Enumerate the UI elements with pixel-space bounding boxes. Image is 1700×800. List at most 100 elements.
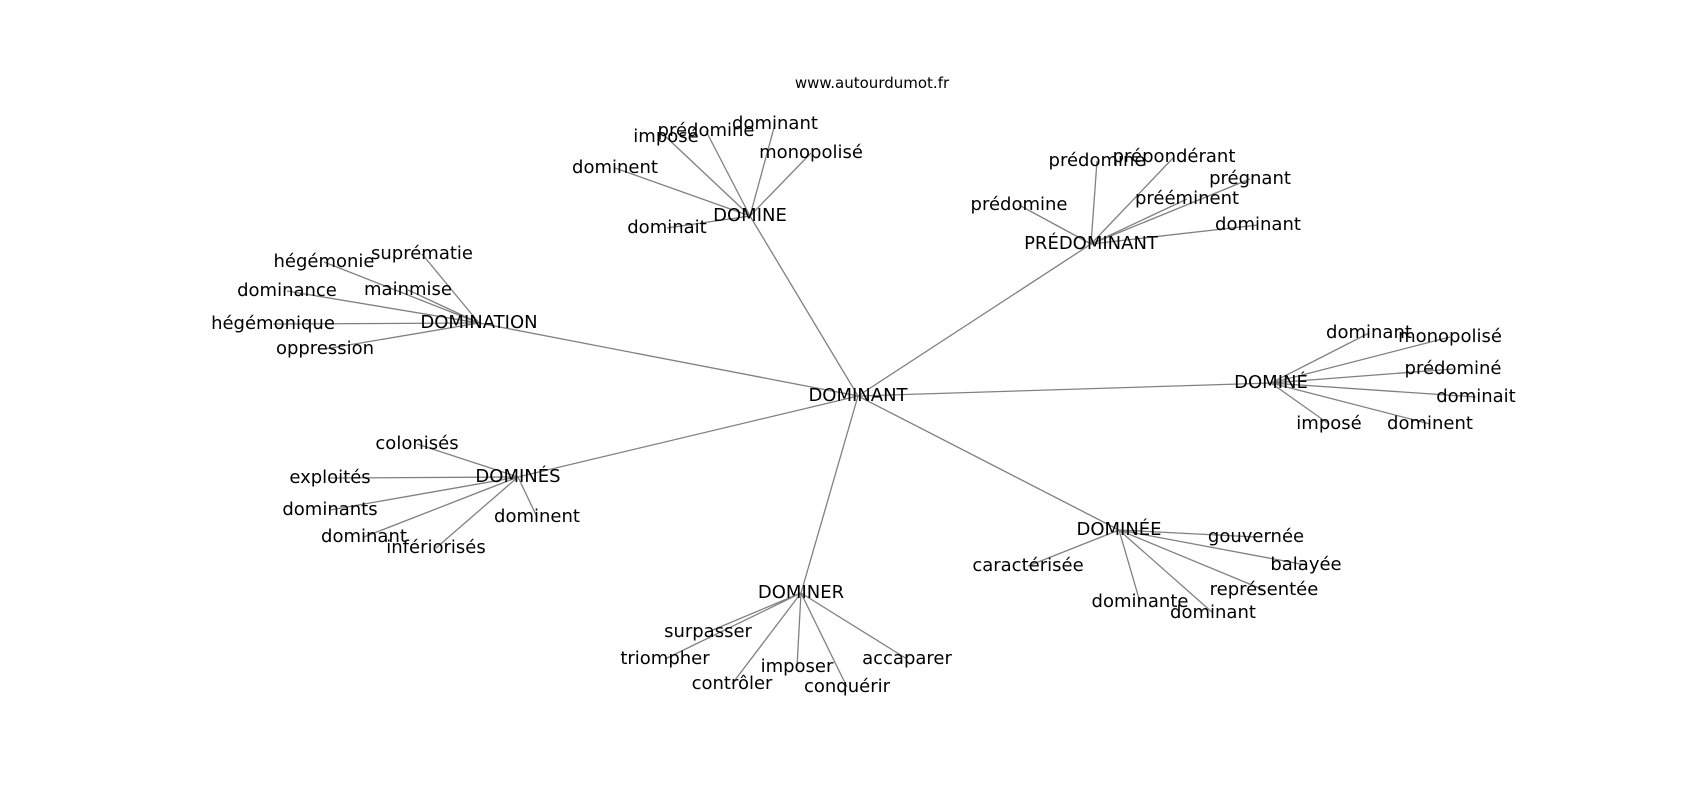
edge-hub-to-leaf xyxy=(1090,160,1098,245)
edge-hub-to-leaf xyxy=(421,253,480,324)
leaf-node-label: dominait xyxy=(627,217,706,238)
edge-hub-to-leaf xyxy=(324,322,480,350)
edge-hub-to-leaf xyxy=(1118,529,1265,591)
edge-hub-to-leaf xyxy=(800,592,848,688)
hub-node-label: PRÉDOMINANT xyxy=(1024,232,1159,254)
leaf-node-label: prépondérant xyxy=(1113,146,1236,167)
edge-hub-to-leaf xyxy=(1270,382,1431,425)
leaf-node-label: hégémonie xyxy=(273,251,374,272)
leaf-node-label: balayée xyxy=(1270,554,1341,575)
leaf-node-label: exploités xyxy=(289,467,370,488)
edge-hub-to-leaf xyxy=(666,215,751,229)
hub-node-label: DOMINÉS xyxy=(475,465,560,487)
leaf-node-label: oppression xyxy=(276,338,374,359)
leaf-node-label: dominant xyxy=(1170,602,1256,623)
leaf-node-label: prééminent xyxy=(1135,188,1239,209)
leaf-node-label: hégémonique xyxy=(211,313,335,334)
edge-center-to-hub xyxy=(857,395,1120,531)
leaf-node-label: accaparer xyxy=(862,648,952,669)
edge-center-to-hub xyxy=(857,382,1272,397)
leaf-node-label: dominante xyxy=(1092,591,1189,612)
edge-hub-to-leaf xyxy=(1090,224,1259,245)
edge-hub-to-leaf xyxy=(749,123,776,217)
edge-hub-to-leaf xyxy=(664,592,802,660)
edge-hub-to-leaf xyxy=(1118,529,1141,603)
edge-hub-to-leaf xyxy=(1118,529,1257,538)
leaf-node-label: dominent xyxy=(494,506,580,527)
leaf-node-label: imposé xyxy=(633,126,698,147)
edge-center-to-hub xyxy=(517,395,859,478)
edge-hub-to-leaf xyxy=(286,290,480,324)
edge-hub-to-leaf xyxy=(800,592,908,660)
leaf-node-label: dominent xyxy=(1387,413,1473,434)
edge-hub-to-leaf xyxy=(1270,336,1451,384)
edge-hub-to-leaf xyxy=(1027,529,1120,567)
edge-hub-to-leaf xyxy=(1118,529,1307,566)
leaf-node-label: triompher xyxy=(620,648,710,669)
leaf-node-label: prédomine xyxy=(658,120,755,141)
edge-hub-to-leaf xyxy=(796,592,802,668)
edge-hub-to-leaf xyxy=(272,322,480,325)
edge-center-to-hub xyxy=(478,322,859,397)
edge-hub-to-leaf xyxy=(517,476,538,518)
edge-hub-to-leaf xyxy=(407,289,480,324)
edge-hub-to-leaf xyxy=(416,443,519,478)
leaf-node-label: conquérir xyxy=(804,676,891,697)
hub-node-label: DOMINER xyxy=(758,582,844,603)
edge-center-to-hub xyxy=(800,395,859,594)
leaf-node-label: prédomine xyxy=(1049,150,1146,171)
hub-node-label: DOMINÉE xyxy=(1076,518,1161,540)
leaf-node-label: dominant xyxy=(732,113,818,134)
edge-hub-to-leaf xyxy=(329,476,519,479)
edge-hub-to-leaf xyxy=(1270,368,1454,384)
leaf-node-label: prédominé xyxy=(1405,358,1502,379)
hub-node-label: DOMINE xyxy=(713,205,787,226)
leaf-node-label: surpasser xyxy=(664,621,752,642)
edge-hub-to-leaf xyxy=(1090,178,1251,245)
edge-hub-to-leaf xyxy=(323,261,480,324)
hub-node-label: DOMINÉ xyxy=(1234,371,1308,393)
leaf-node-label: représentée xyxy=(1210,579,1319,600)
edge-hub-to-leaf xyxy=(1118,529,1214,614)
leaf-node-label: suprématie xyxy=(371,243,473,264)
leaf-node-label: prégnant xyxy=(1209,168,1291,189)
leaf-node-label: infériorisés xyxy=(386,537,485,558)
edge-hub-to-leaf xyxy=(363,476,519,538)
edge-hub-to-leaf xyxy=(1270,332,1370,384)
hub-node-label: DOMINATION xyxy=(420,312,537,333)
leaf-node-label: monopolisé xyxy=(759,142,863,163)
edge-hub-to-leaf xyxy=(614,167,751,217)
edge-hub-to-leaf xyxy=(1090,156,1175,245)
edge-hub-to-leaf xyxy=(435,476,519,549)
edge-hub-to-leaf xyxy=(707,592,802,633)
edge-hub-to-leaf xyxy=(1270,382,1477,398)
edge-hub-to-leaf xyxy=(749,152,812,217)
graph-labels: imposéprédominedominantmonopolisédominen… xyxy=(211,113,1516,697)
leaf-node-label: dominant xyxy=(1215,214,1301,235)
leaf-node-label: colonisés xyxy=(375,433,458,454)
edge-center-to-hub xyxy=(857,243,1092,397)
leaf-node-label: gouvernée xyxy=(1208,526,1304,547)
leaf-node-label: dominait xyxy=(1436,386,1515,407)
edge-hub-to-leaf xyxy=(329,476,519,511)
leaf-node-label: dominants xyxy=(282,499,377,520)
leaf-node-label: prédomine xyxy=(971,194,1068,215)
leaf-node-label: imposer xyxy=(761,656,834,677)
edge-center-to-hub xyxy=(749,215,859,397)
leaf-node-label: caractérisée xyxy=(972,555,1083,576)
edge-hub-to-leaf xyxy=(1090,198,1188,245)
watermark: www.autourdumot.fr xyxy=(795,74,950,92)
edge-hub-to-leaf xyxy=(1018,204,1092,245)
leaf-node-label: mainmise xyxy=(364,279,452,300)
leaf-node-label: dominant xyxy=(321,526,407,547)
leaf-node-label: dominance xyxy=(237,280,337,301)
center-node-label: DOMINANT xyxy=(808,385,908,406)
edge-hub-to-leaf xyxy=(665,136,751,217)
edge-hub-to-leaf xyxy=(731,592,802,685)
graph-edges xyxy=(272,123,1477,688)
leaf-node-label: dominant xyxy=(1326,322,1412,343)
edge-hub-to-leaf xyxy=(705,130,751,217)
edge-hub-to-leaf xyxy=(1270,382,1330,425)
leaf-node-label: contrôler xyxy=(692,673,773,694)
